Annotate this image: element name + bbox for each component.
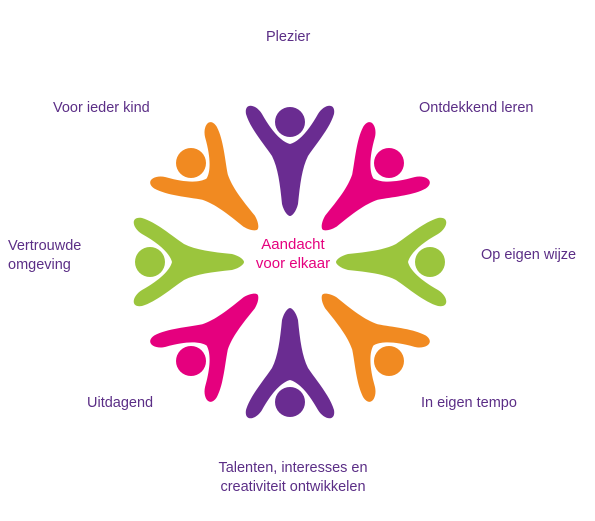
figure-ontdekkend-leren-head: [373, 148, 404, 179]
figure-uitdagend-body: [150, 293, 259, 402]
figure-voor-ieder-kind: [150, 122, 259, 231]
figure-vertrouwde-omgeving-body: [133, 217, 244, 307]
figure-in-eigen-tempo-head: [373, 345, 404, 376]
center-label-line2: voor elkaar: [255, 255, 331, 272]
figure-vertrouwde-omgeving: [133, 217, 244, 307]
label-vertrouwde-line1: Vertrouwde: [8, 238, 82, 254]
figure-plezier: [245, 105, 335, 216]
figure-op-eigen-wijze-body: [336, 217, 447, 307]
figure-talenten-head: [275, 387, 305, 417]
label-vertrouwde-omgeving: Vertrouwde omgeving: [8, 237, 81, 275]
figure-ontdekkend-leren-body: [321, 122, 430, 231]
figure-in-eigen-tempo: [321, 293, 430, 402]
figure-plezier-head: [275, 107, 305, 137]
figure-in-eigen-tempo-body: [321, 293, 430, 402]
center-label-line1: Aandacht: [261, 236, 325, 253]
label-talenten-line2: creativiteit ontwikkelen: [220, 479, 366, 495]
figure-voor-ieder-kind-body: [150, 122, 259, 231]
figure-talenten: [245, 308, 335, 419]
figure-ontdekkend-leren: [321, 122, 430, 231]
figure-plezier-body: [245, 105, 335, 216]
label-ontdekkend-leren: Ontdekkend leren: [419, 100, 534, 116]
label-plezier: Plezier: [266, 29, 311, 45]
figure-op-eigen-wijze: [336, 217, 447, 307]
figure-vertrouwde-omgeving-head: [135, 247, 165, 277]
label-talenten-line1: Talenten, interesses en: [218, 460, 368, 476]
figure-uitdagend-head: [176, 345, 207, 376]
figure-uitdagend: [150, 293, 259, 402]
label-op-eigen-wijze: Op eigen wijze: [481, 247, 577, 263]
figure-op-eigen-wijze-head: [415, 247, 445, 277]
center-label: Aandacht voor elkaar: [238, 235, 348, 273]
label-talenten: Talenten, interesses en creativiteit ont…: [188, 459, 398, 497]
label-uitdagend: Uitdagend: [87, 395, 154, 411]
figure-talenten-body: [245, 308, 335, 419]
figure-voor-ieder-kind-head: [176, 148, 207, 179]
label-in-eigen-tempo: In eigen tempo: [421, 395, 517, 411]
label-vertrouwde-line2: omgeving: [8, 257, 71, 273]
label-voor-ieder-kind: Voor ieder kind: [53, 100, 150, 116]
